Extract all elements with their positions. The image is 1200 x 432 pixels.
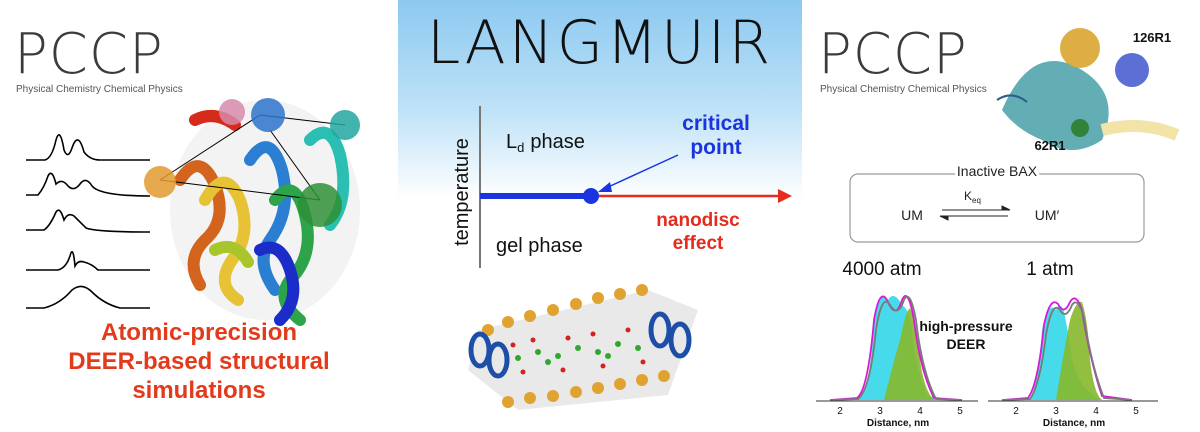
critical-point-dot xyxy=(583,188,599,204)
svg-text:2: 2 xyxy=(837,406,843,417)
deer-distance-traces xyxy=(26,134,151,309)
keq-label: Keq xyxy=(964,189,981,205)
um-label: UM xyxy=(901,207,923,223)
pressure-low-label: 1 atm xyxy=(1026,259,1074,280)
pccp-logo-left: PCCP xyxy=(14,22,164,87)
histogram-1-atm xyxy=(988,297,1158,402)
left-caption: Atomic-precision DEER-based structural s… xyxy=(0,318,398,405)
protein-structure-illustration xyxy=(144,98,360,326)
pccp-subtitle-left: Physical Chemistry Chemical Physics xyxy=(16,84,183,95)
sky-gradient-background xyxy=(398,0,802,200)
deer-traces-and-protein-figure xyxy=(26,98,360,326)
gel-phase-label: gel phase xyxy=(496,235,583,257)
nanodisc-arrow-head xyxy=(778,189,792,203)
left-caption-line-1: Atomic-precision xyxy=(100,319,298,346)
right-panel-pccp-bax: PCCP Physical Chemistry Chemical Physics… xyxy=(802,0,1200,432)
nanodisc-illustration xyxy=(468,284,698,410)
langmuir-logo: LANGMUIR xyxy=(426,8,774,78)
left-caption-line-3: simulations xyxy=(132,377,266,404)
box-title: Inactive BAX xyxy=(957,163,1038,179)
svg-text:4: 4 xyxy=(1093,406,1099,417)
bax-figure: 126R1 62R1 Inactive BAX UM UM′ Keq 4000 … xyxy=(816,28,1180,429)
equilibrium-box xyxy=(849,173,1145,243)
svg-text:2: 2 xyxy=(1013,406,1019,417)
label-62r1: 62R1 xyxy=(1034,138,1065,153)
bax-protein-illustration xyxy=(996,28,1180,150)
svg-text:3: 3 xyxy=(1053,406,1059,417)
critical-label-line-2: point xyxy=(690,136,741,159)
nanodisc-label-line-2: effect xyxy=(673,233,724,254)
center-label-line-2: DEER xyxy=(947,336,986,352)
histogram-4000-atm xyxy=(816,295,978,402)
nanodisc-label-line-1: nanodisc xyxy=(656,210,740,231)
um-prime-label: UM′ xyxy=(1035,207,1060,223)
svg-text:5: 5 xyxy=(957,406,963,417)
x-axis-ticks: 2 3 4 5 2 3 4 5 xyxy=(837,406,1139,417)
pressure-high-label: 4000 atm xyxy=(842,259,921,280)
svg-text:4: 4 xyxy=(917,406,923,417)
y-axis-label: temperature xyxy=(451,138,473,246)
center-label-line-1: high-pressure xyxy=(919,318,1013,334)
label-126r1: 126R1 xyxy=(1133,30,1171,45)
equilibrium-arrows xyxy=(939,205,1011,221)
critical-point-pointer xyxy=(605,154,679,189)
svg-text:5: 5 xyxy=(1133,406,1139,417)
pccp-subtitle-right: Physical Chemistry Chemical Physics xyxy=(820,84,987,95)
critical-label-line-1: critical xyxy=(682,112,750,135)
x-axis-title-2: Distance, nm xyxy=(1043,418,1105,429)
x-axis-title-1: Distance, nm xyxy=(867,418,929,429)
left-panel-pccp-deer: PCCP Physical Chemistry Chemical Physics xyxy=(0,0,398,432)
left-caption-line-2: DEER-based structural xyxy=(68,348,330,375)
svg-text:3: 3 xyxy=(877,406,883,417)
pccp-logo-right: PCCP xyxy=(818,22,968,87)
